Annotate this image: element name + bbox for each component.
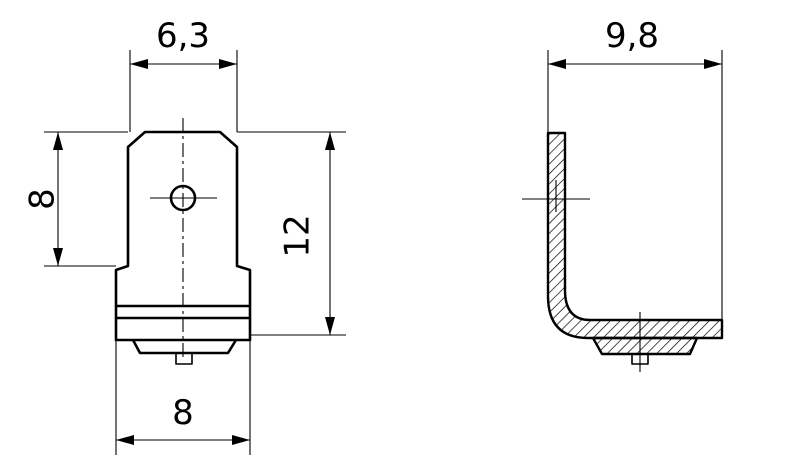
front-view-outline	[114, 130, 252, 342]
front-crimp-profile	[131, 339, 238, 355]
dim-total-height-label: 12	[278, 214, 318, 257]
dim-tab-length-label: 8	[23, 188, 63, 210]
front-bottom-tab	[175, 352, 193, 365]
dim-side-width-label: 9,8	[605, 16, 659, 56]
side-view-section	[546, 131, 724, 340]
dim-base-width: 8	[115, 340, 251, 455]
side-view	[522, 131, 724, 372]
dim-base-width-label: 8	[172, 393, 194, 433]
dim-side-width: 9,8	[547, 16, 723, 320]
front-view	[114, 118, 252, 365]
dim-tab-width-label: 6,3	[156, 16, 210, 56]
side-view-crimp	[591, 336, 699, 356]
dim-tab-width: 6,3	[129, 16, 238, 132]
dim-tab-length: 8	[23, 131, 128, 267]
dim-total-height: 12	[237, 131, 346, 336]
